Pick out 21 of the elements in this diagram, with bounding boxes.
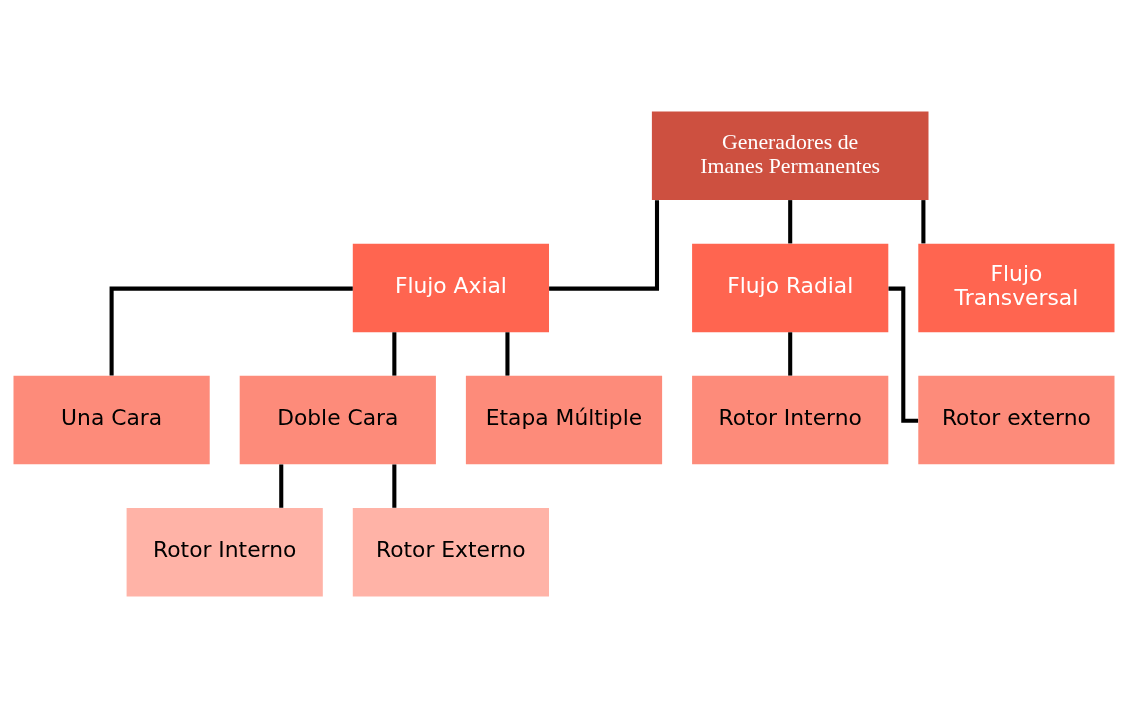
connector xyxy=(888,286,919,423)
connector xyxy=(279,463,284,508)
node-box: Doble Cara xyxy=(239,375,436,464)
node-box: Etapa Múltiple xyxy=(465,375,663,464)
node-box: Rotor externo xyxy=(918,375,1115,464)
node-box: Rotor Interno xyxy=(692,375,889,464)
node-box: Flujo Transversal xyxy=(918,243,1115,332)
node-box: Rotor Interno xyxy=(126,507,323,597)
node-box: Flujo Radial xyxy=(692,243,889,332)
connector xyxy=(549,199,660,291)
connector xyxy=(788,331,793,376)
node-box: Flujo Axial xyxy=(352,243,549,332)
connector xyxy=(392,331,397,376)
connector xyxy=(921,199,926,243)
connector xyxy=(109,286,353,376)
connector xyxy=(788,199,793,243)
node-box: Generadores de Imanes Permanentes xyxy=(651,110,929,200)
connector xyxy=(392,463,397,508)
node-box: Rotor Externo xyxy=(352,507,549,597)
node-box: Una Cara xyxy=(13,375,210,464)
connector xyxy=(505,331,510,376)
